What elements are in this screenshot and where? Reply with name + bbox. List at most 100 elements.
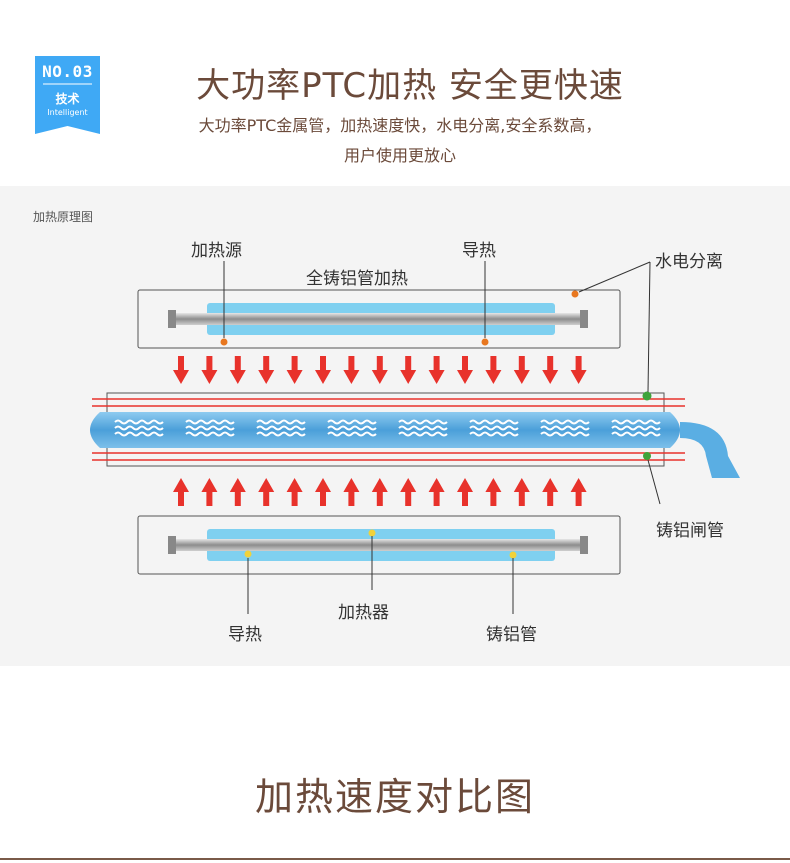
comparison-chart-title: 加热速度对比图 (254, 775, 535, 819)
top-heater-cap-right (580, 310, 588, 328)
heating-principle-diagram (90, 261, 740, 614)
leader-separation-2 (647, 261, 651, 393)
bottom-heater-cap-left (168, 536, 176, 554)
label-heater: 加热器 (338, 603, 389, 623)
heat-arrow-down (229, 356, 246, 384)
heat-arrow-up (400, 478, 417, 506)
water-pipe (90, 391, 740, 478)
water-wave (114, 431, 164, 437)
heat-arrows-up (173, 478, 587, 506)
bottom-conduction-dot (244, 550, 252, 558)
tech-badge: NO.03 技术 Intelligent (35, 56, 100, 134)
heat-arrow-down (258, 356, 275, 384)
label-heat-source: 加热源 (191, 241, 242, 261)
heat-arrow-up (229, 478, 246, 506)
heat-arrow-down (457, 356, 473, 384)
bottom-heater-frame (137, 515, 621, 575)
heat-arrow-down (570, 356, 587, 384)
heat-arrow-up (457, 478, 473, 506)
top-heater (137, 289, 621, 349)
heat-arrow-down (513, 356, 530, 384)
heat-arrow-up (570, 478, 587, 506)
pipe-body (90, 412, 680, 448)
water-wave (611, 431, 661, 437)
water-wave (540, 431, 590, 437)
water-wave (256, 419, 306, 425)
heat-arrow-down (400, 356, 417, 384)
badge-ribbon-shape (35, 56, 100, 134)
badge-label: 技术 (55, 92, 80, 106)
heat-arrow-up (343, 478, 360, 506)
bottom-heater-cap-right (580, 536, 588, 554)
subtitle-line-2: 用户使用更放心 (343, 146, 456, 165)
leader-gate-tube (647, 459, 661, 505)
water-wave (327, 425, 377, 431)
heat-arrow-down (315, 356, 331, 384)
diagram-panel-label: 加热原理图 (33, 210, 94, 224)
heat-arrow-up (428, 478, 445, 506)
water-wave (256, 431, 306, 437)
water-wave (114, 425, 164, 431)
label-water-electric-separation: 水电分离 (655, 252, 723, 272)
separation-green-dot (642, 391, 652, 401)
water-wave (114, 419, 164, 425)
heater-dot (368, 529, 376, 537)
label-cast-aluminum-gate-tube: 铸铝闸管 (656, 521, 724, 541)
water-waves (114, 419, 661, 437)
gate-tube-green-dot (643, 452, 651, 460)
heat-arrow-down (485, 356, 502, 384)
badge-number: NO.03 (42, 62, 93, 81)
water-wave (540, 419, 590, 425)
heat-arrow-down (428, 356, 445, 384)
cast-tube-dot (509, 551, 517, 559)
footer-divider (0, 858, 790, 860)
heat-arrow-up (371, 478, 388, 506)
top-separation-dot (571, 290, 579, 298)
heat-arrow-down (286, 356, 303, 384)
heat-arrow-down (201, 356, 218, 384)
badge-sublabel: Intelligent (47, 108, 88, 117)
heat-arrow-down (371, 356, 388, 384)
heat-arrow-up (173, 478, 189, 506)
pipe-outlet (680, 422, 740, 478)
water-wave (469, 431, 519, 437)
water-wave (327, 431, 377, 437)
water-wave (185, 425, 235, 431)
top-heater-rod (176, 313, 580, 325)
water-wave (327, 419, 377, 425)
leader-lines (223, 261, 661, 614)
top-heater-frame (137, 289, 621, 349)
top-conduction-dot (481, 338, 489, 346)
heat-arrow-down (343, 356, 360, 384)
label-full-cast-aluminum: 全铸铝管加热 (306, 269, 408, 289)
heat-arrow-up (286, 478, 303, 506)
top-heat-source-dot (220, 338, 228, 346)
water-wave (185, 419, 235, 425)
water-wave (398, 419, 448, 425)
label-conduction-top: 导热 (462, 241, 496, 261)
water-wave (398, 431, 448, 437)
water-wave (540, 425, 590, 431)
heat-arrow-up (485, 478, 502, 506)
subtitle-line-1: 大功率PTC金属管，加热速度快，水电分离,安全系数高， (198, 116, 602, 135)
heat-arrow-up (513, 478, 530, 506)
heat-arrows-down (173, 356, 587, 384)
bottom-heater (137, 515, 621, 575)
heat-arrow-up (201, 478, 218, 506)
heat-arrow-down (173, 356, 189, 384)
water-wave (611, 419, 661, 425)
heat-arrow-up (542, 478, 559, 506)
leader-separation-1 (578, 261, 651, 293)
water-wave (469, 425, 519, 431)
label-cast-aluminum-tube: 铸铝管 (486, 625, 537, 645)
water-wave (469, 419, 519, 425)
water-wave (256, 425, 306, 431)
water-wave (611, 425, 661, 431)
heat-arrow-up (315, 478, 331, 506)
page-title: 大功率PTC加热 安全更快速 (196, 66, 624, 106)
water-wave (185, 431, 235, 437)
label-conduction-bottom: 导热 (228, 625, 262, 645)
water-wave (398, 425, 448, 431)
heat-arrow-up (258, 478, 275, 506)
heat-arrow-down (542, 356, 559, 384)
